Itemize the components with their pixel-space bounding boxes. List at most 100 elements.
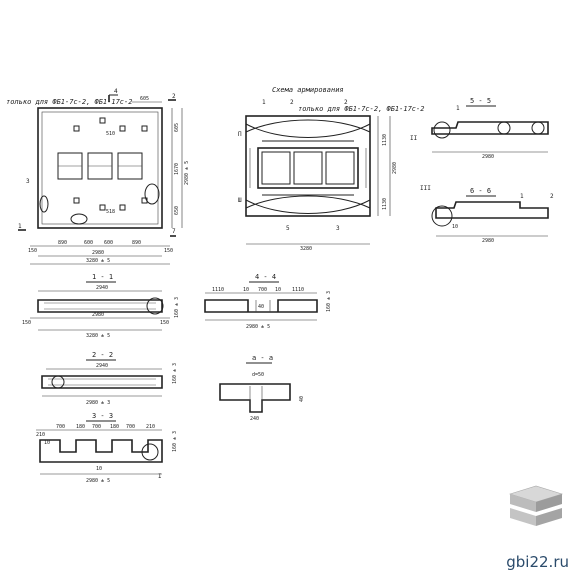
- section-5-5-mark: II: [410, 135, 418, 142]
- section-4-4-height: 160 ± 3: [326, 291, 332, 312]
- plan-inner-outline: [41, 111, 159, 225]
- plan-dim-total-outer: 3280 ± 5: [86, 258, 110, 264]
- section-3-3-dim-4: 700: [92, 424, 101, 430]
- section-5-5-callout: 1: [456, 105, 460, 112]
- rebar-dim-r3: 1130: [382, 198, 388, 210]
- section-3-3-dim-6: 700: [126, 424, 135, 430]
- section-a-a: a - a d=50 40 240: [219, 354, 305, 422]
- plan-cut-3-left: 3: [26, 178, 30, 185]
- watermark[interactable]: gbi22.ru: [506, 553, 569, 571]
- section-6-6-small-dim: 10: [452, 224, 458, 230]
- rebar-cell-3: [325, 151, 355, 185]
- section-4-4-title: 4 - 4: [255, 273, 276, 281]
- plan-dim-b2: 890: [58, 240, 67, 246]
- rebar-callout-1: 1: [262, 99, 266, 106]
- plan-dim-top: 605: [140, 96, 149, 102]
- section-3-3-dim-2: 700: [56, 424, 65, 430]
- section-a-a-d: d=50: [252, 372, 264, 378]
- section-6-6-mark: III: [420, 185, 431, 192]
- section-5-5-profile: [431, 121, 549, 135]
- plan-cut-7: 7: [172, 228, 176, 235]
- rebar-dim-bottom: 3280: [300, 246, 312, 252]
- rebar-note-only-for: только для ФБ1-7с-2, ФБ1-17с-2: [298, 105, 424, 113]
- plan-dim-right-2: 1670: [174, 163, 180, 175]
- section-4-4-profile: [204, 299, 318, 313]
- section-2-2-dim-bottom: 2980 ± 3: [86, 400, 110, 406]
- section-4-4: 4 - 4 1110 10 700 10 1110 40 160 ± 3 298…: [204, 273, 332, 330]
- section-3-3-dim-3: 180: [76, 424, 85, 430]
- section-3-3-mark: I: [158, 473, 162, 480]
- rebar-outline: [245, 115, 371, 217]
- rebar-cell-1: [261, 151, 291, 185]
- rebar-scheme: Схема армирования только для ФБ1-7с-2, Ф…: [238, 86, 424, 252]
- rebar-cell-2: [293, 151, 323, 185]
- section-4-4-dim-2: 10: [243, 287, 249, 293]
- rebar-callout-2: 2: [290, 99, 294, 106]
- section-1-1-title: 1 - 1: [92, 273, 113, 281]
- section-3-3-dim-5: 180: [110, 424, 119, 430]
- section-3-3-dim-1: 210: [36, 432, 45, 438]
- section-3-3-dim-bottom: 2980 ± 5: [86, 478, 110, 484]
- section-6-6-title: 6 - 6: [470, 187, 491, 195]
- section-4-4-dim-4: 10: [275, 287, 281, 293]
- section-6-6-callout-2: 2: [550, 193, 554, 200]
- section-1-1-profile: [37, 299, 163, 313]
- plan-dim-b4: 600: [104, 240, 113, 246]
- section-2-2-title: 2 - 2: [92, 351, 113, 359]
- rebar-mark-p: П: [238, 131, 242, 138]
- section-3-3-height: 160 ± 3: [172, 431, 178, 452]
- plan-dim-b1: 150: [28, 248, 37, 254]
- section-6-6-dim: 2980: [482, 238, 494, 244]
- section-5-5: 5 - 5 1 II 2980: [410, 97, 549, 160]
- plan-cut-1-left: 1: [18, 223, 22, 230]
- site-logo-icon: [508, 485, 564, 526]
- rebar-top-mesh: [245, 119, 371, 138]
- section-1-1-dim-top: 2940: [96, 285, 108, 291]
- plan-dim-right-3: 650: [174, 206, 180, 215]
- section-5-5-dim: 2980: [482, 154, 494, 160]
- section-1-1-height: 160 ± 3: [174, 297, 180, 318]
- plan-dim-total-inner: 2980: [92, 250, 104, 256]
- plan-cut-4: 4: [114, 88, 118, 95]
- plan-outline: [37, 107, 163, 229]
- rebar-callout-5: 5: [286, 225, 290, 232]
- plan-dim-b5: 890: [132, 240, 141, 246]
- rebar-title: Схема армирования: [272, 86, 344, 94]
- section-4-4-dim-bottom: 2980 ± 5: [246, 324, 270, 330]
- section-4-4-dim-5: 1110: [292, 287, 304, 293]
- rebar-callout-2b: 2: [344, 99, 348, 106]
- section-a-a-width: 240: [250, 416, 259, 422]
- rebar-frame: [257, 147, 359, 189]
- section-a-a-profile: [219, 383, 291, 413]
- plan-dim-b3: 600: [84, 240, 93, 246]
- section-2-2: 2 - 2 2940 160 ± 3 2980 ± 3: [41, 351, 178, 406]
- section-5-5-title: 5 - 5: [470, 97, 491, 105]
- section-3-3-profile: [39, 439, 163, 463]
- plan-cut-2-top: 2: [172, 93, 176, 100]
- section-1-1-side-left: 150: [22, 320, 31, 326]
- section-4-4-dim-1: 1110: [212, 287, 224, 293]
- rebar-dim-r2: 2980: [392, 162, 398, 174]
- plan-dim-inner-2: 518: [106, 209, 115, 215]
- section-6-6: 6 - 6 III 1 2 10 2980: [420, 185, 554, 244]
- section-1-1-dim-bottom: 3280 ± 5: [86, 333, 110, 339]
- section-1-1: 1 - 1 2940 160 ± 3 2980 150 150 3280 ± 5: [22, 273, 180, 339]
- plan-note-only-for: только для ФБ1-7с-2, ФБ1-17с-2: [6, 98, 132, 106]
- section-a-a-title: a - a: [252, 354, 273, 362]
- section-2-2-height: 160 ± 3: [172, 363, 178, 384]
- section-3-3-title: 3 - 3: [92, 412, 113, 420]
- plan-dim-b6: 150: [164, 248, 173, 254]
- plan-dim-inner-1: 510: [106, 131, 115, 137]
- section-4-4-dim-3: 700: [258, 287, 267, 293]
- section-2-2-profile: [41, 375, 163, 389]
- section-6-6-profile: [435, 201, 549, 219]
- section-1-1-side-right: 150: [160, 320, 169, 326]
- rebar-mark-sh: Ш: [238, 197, 242, 204]
- section-6-6-callout-1: 1: [520, 193, 524, 200]
- rebar-callout-3: 3: [336, 225, 340, 232]
- section-3-3: 3 - 3 210 700 180 700 180 700 210 10 10 …: [36, 412, 178, 484]
- section-4-4-small: 40: [258, 304, 264, 310]
- plan-view: только для ФБ1-7с-2, ФБ1-17с-2 4 2 1 7 3…: [6, 88, 190, 265]
- section-3-3-dim-7: 210: [146, 424, 155, 430]
